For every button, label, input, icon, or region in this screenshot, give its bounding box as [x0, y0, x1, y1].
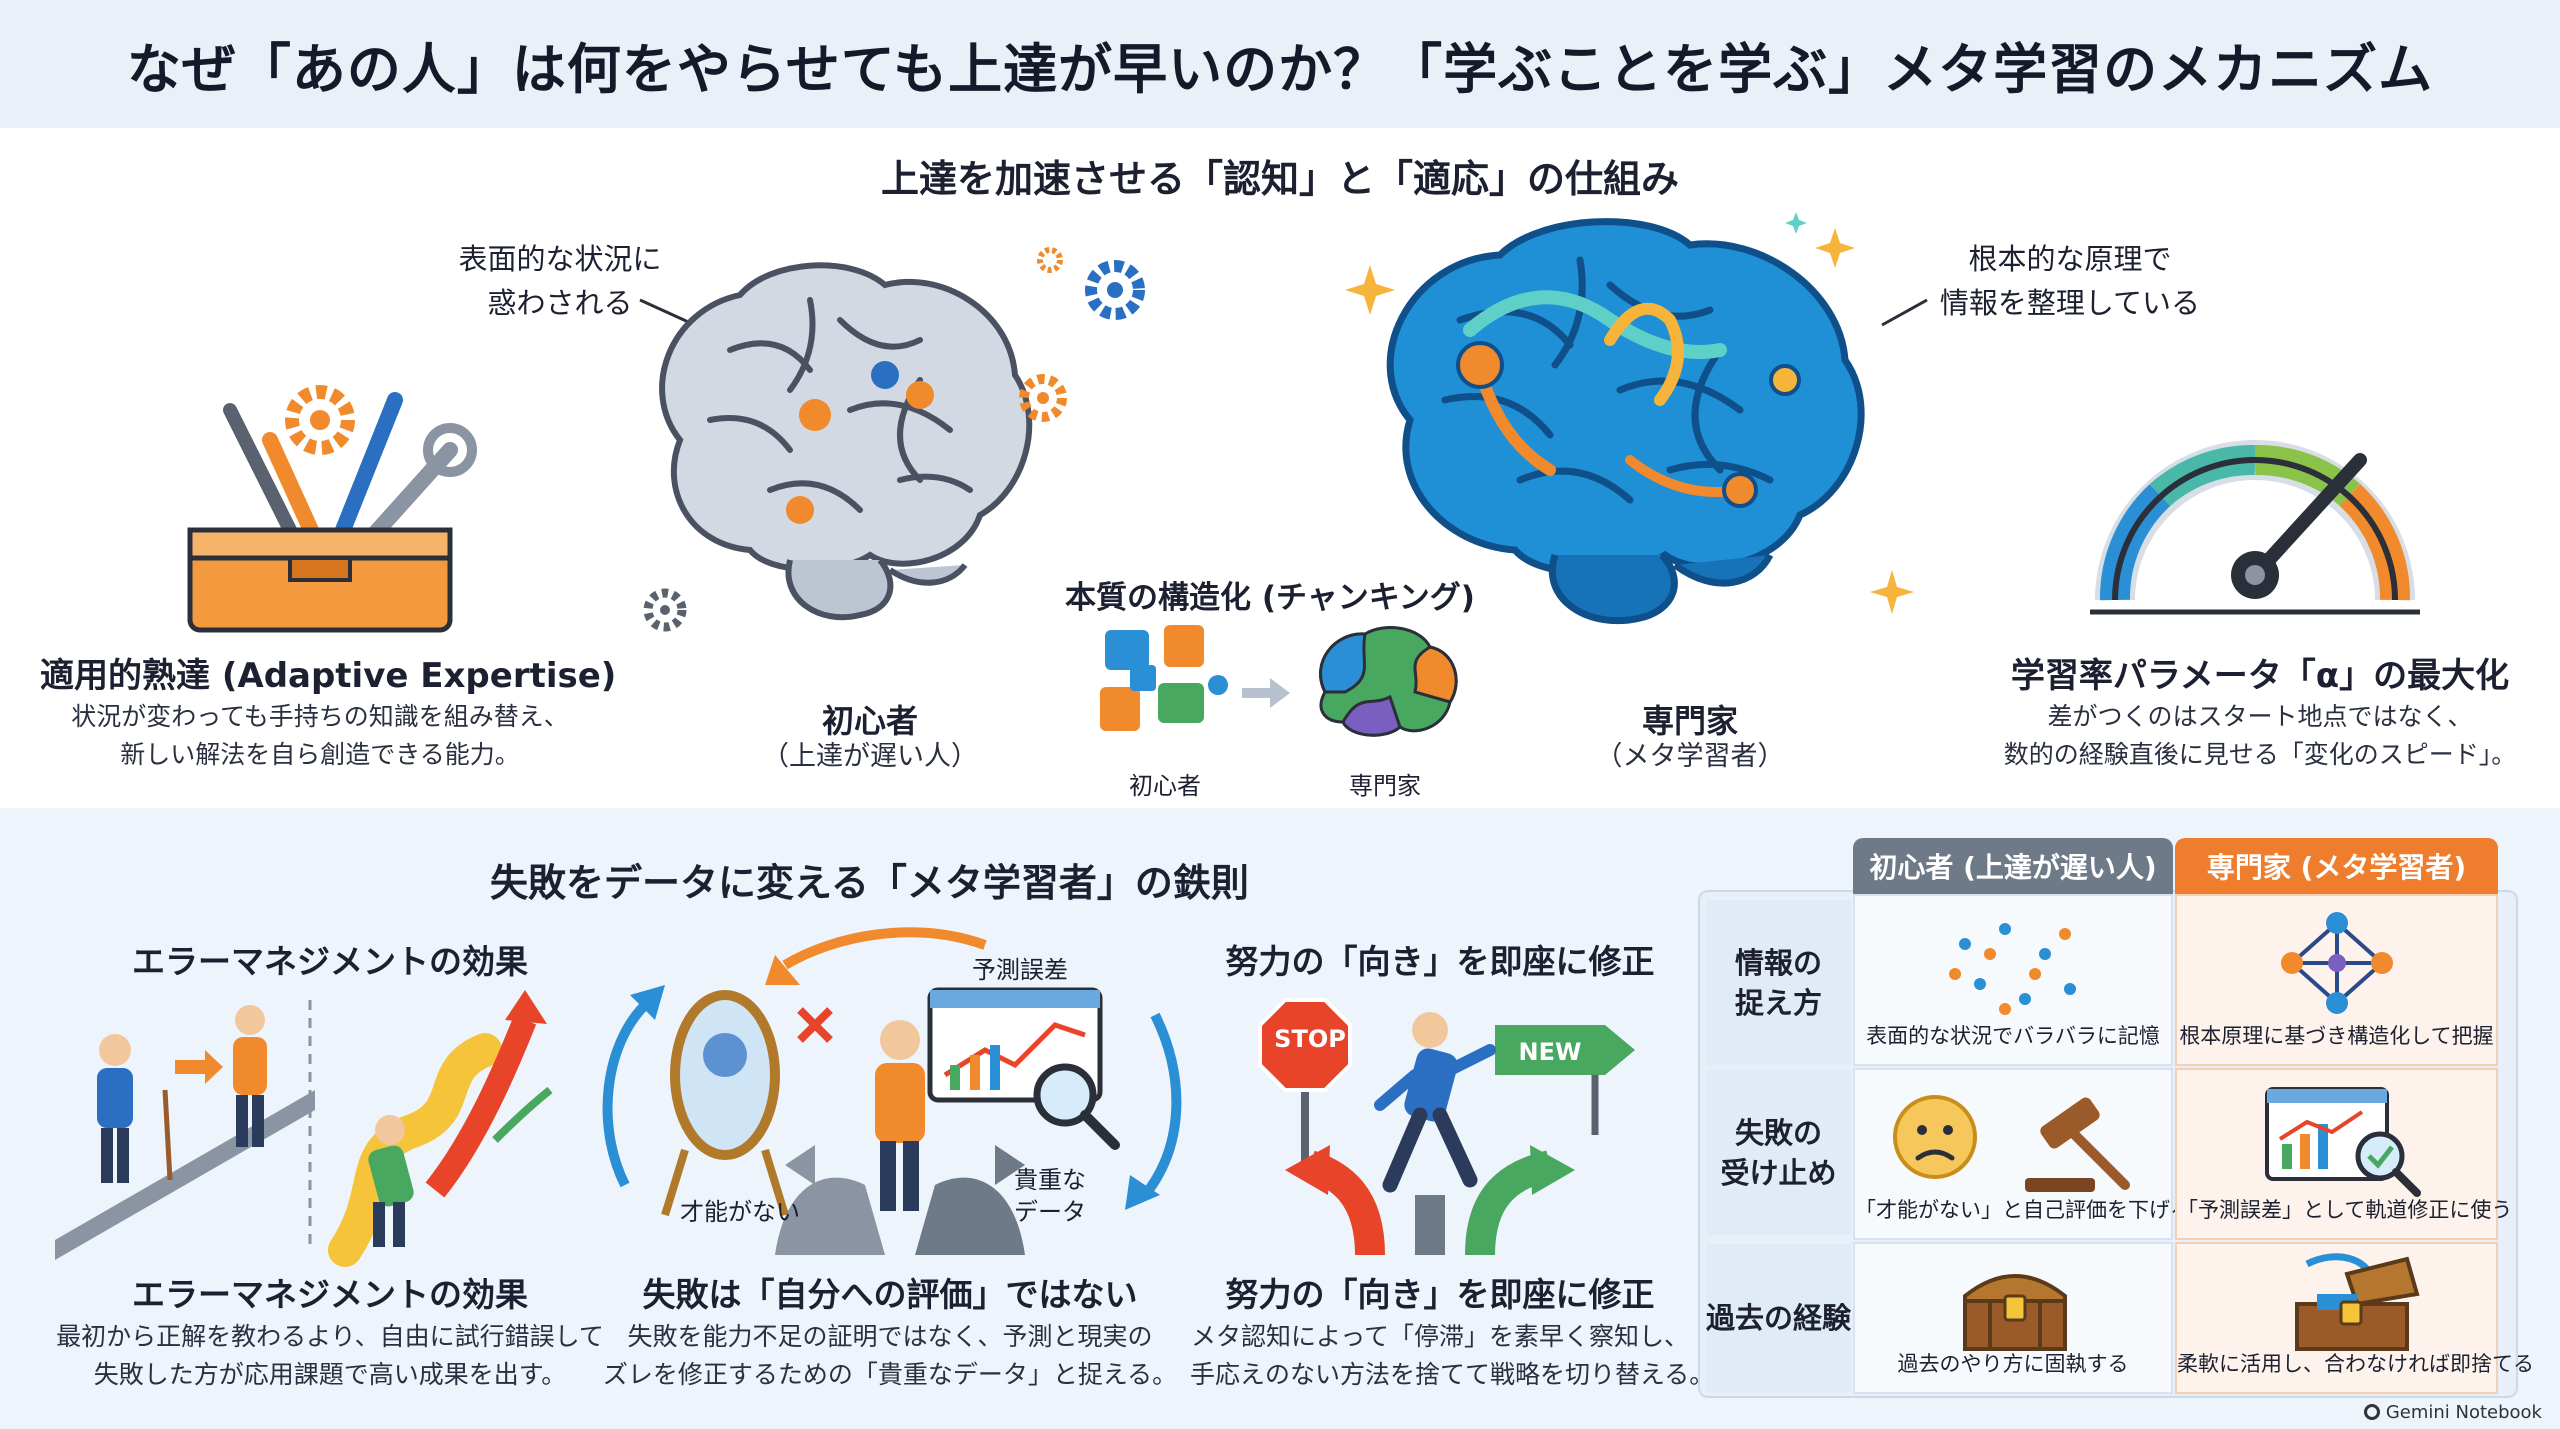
gear-icon: [643, 588, 687, 632]
sparkle-icon: [1345, 265, 1395, 315]
top-section-title: 上達を加速させる「認知」と「適応」の仕組み: [880, 157, 1679, 201]
table-row-head: 過去の経験: [1706, 1244, 1851, 1392]
novice-callout-1: 表面的な状況に: [458, 242, 662, 276]
table-cell: 「才能がない」と自己評価を下げる: [1853, 1068, 2191, 1240]
expert-callout-2: 情報を整理している: [1939, 286, 2201, 320]
learning-rate-desc-1: 差がつくのはスタート地点ではなく、: [2047, 702, 2473, 731]
error-mgmt-heading: エラーマネジメントの効果: [132, 942, 528, 981]
novice-callout-2: 惑わされる: [487, 286, 633, 320]
novice-subtitle: （上達が遅い人）: [762, 741, 978, 772]
failure-title: 失敗は「自分への評価」ではない: [642, 1275, 1138, 1314]
stop-sign-label: STOP: [1274, 1025, 1346, 1053]
direction-heading: 努力の「向き」を即座に修正: [1225, 942, 1655, 981]
arrow-right-icon: [1242, 678, 1290, 708]
sparkle-icon: [1785, 212, 1807, 234]
gavel-icon: [2025, 1097, 2130, 1192]
novice-brain-icon: [659, 262, 1033, 621]
brand-text: Gemini Notebook: [2385, 1402, 2542, 1423]
error-mgmt-illustration: [55, 990, 553, 1267]
learning-rate-desc-2: 数的の経験直後に見せる「変化のスピード」。: [2003, 740, 2517, 769]
valuable-data-label-2: データ: [1014, 1198, 1086, 1226]
error-mgmt-title: エラーマネジメントの効果: [132, 1275, 528, 1314]
table-cell: 「予測誤差」として軌道修正に使う: [2175, 1068, 2513, 1240]
prediction-error-label: 予測誤差: [972, 956, 1068, 984]
page-title: なぜ「あの人」は何をやらせても上達が早いのか？「学ぶことを学ぶ」メタ学習のメカニ…: [0, 0, 2560, 128]
table-cell-text: 柔軟に活用し、合わなければ即捨てる: [2177, 1352, 2534, 1376]
table-cell-text: 過去のやり方に固執する: [1897, 1352, 2129, 1376]
direction-illustration: [1258, 998, 1635, 1256]
gear-icon: [1037, 247, 1063, 273]
direction-desc-1: メタ認知によって「停滞」を素早く察知し、: [1190, 1322, 1689, 1351]
sad-face-icon: [1893, 1095, 1977, 1179]
speedometer-icon: [2090, 440, 2420, 615]
expert-callout-line: [1881, 298, 1928, 327]
chunking-title: 本質の構造化 (チャンキング): [1065, 580, 1475, 616]
puzzle-brain-icon: [1319, 626, 1458, 737]
direction-desc-2: 手応えのない方法を捨てて戦略を切り替える。: [1190, 1360, 1715, 1389]
adaptive-desc-1: 状況が変わっても手持ちの知識を組み替え、: [71, 702, 569, 731]
direction-title: 努力の「向き」を即座に修正: [1225, 1275, 1655, 1314]
table-cell-text: 「才能がない」と自己評価を下げる: [1855, 1198, 2191, 1222]
table-header-expert: 専門家 (メタ学習者): [2175, 838, 2498, 894]
toolbox-icon: [187, 385, 477, 633]
brand-logo: Gemini Notebook: [2363, 1402, 2542, 1423]
open-chest-icon: [2295, 1253, 2420, 1351]
adaptive-desc-2: 新しい解法を自ら創造できる能力。: [120, 740, 520, 769]
table-row-head: 情報の 捉え方: [1706, 900, 1851, 1065]
failure-desc-1: 失敗を能力不足の証明ではなく、予測と現実の: [627, 1322, 1153, 1351]
talent-label: 才能がない: [680, 1198, 800, 1226]
bottom-section-title: 失敗をデータに変える「メタ学習者」の鉄則: [490, 861, 1249, 905]
expert-callout-1: 根本的な原理で: [1968, 242, 2172, 276]
chunking-right-label: 専門家: [1349, 772, 1421, 800]
error-mgmt-desc-2: 失敗した方が応用課題で高い成果を出す。: [93, 1360, 567, 1389]
gear-icon: [1085, 260, 1145, 320]
gear-icon: [1019, 374, 1067, 422]
treasure-chest-icon: [1963, 1274, 2067, 1351]
table-header-novice: 初心者 (上達が遅い人): [1853, 838, 2173, 894]
adaptive-title: 適用的熟達 (Adaptive Expertise): [40, 656, 617, 696]
table-cell: 過去のやり方に固執する: [1853, 1242, 2173, 1394]
expert-title: 専門家: [1641, 702, 1738, 740]
sparkle-icon: [1870, 570, 1914, 614]
failure-desc-2: ズレを修正するための「貴重なデータ」と捉える。: [602, 1360, 1178, 1389]
chunking-left-label: 初心者: [1129, 772, 1201, 800]
sparkle-icon: [1815, 228, 1855, 268]
table-cell-text: 表面的な状況でバラバラに記憶: [1866, 1024, 2160, 1048]
scattered-dots-icon: [1949, 923, 2076, 1015]
new-sign-label: NEW: [1518, 1038, 1582, 1066]
table-cell-text: 根本原理に基づき構造化して把握: [2179, 1024, 2494, 1048]
comparison-table: 初心者 (上達が遅い人) 専門家 (メタ学習者) 情報の 捉え方 表面的な状況で…: [1698, 838, 2534, 1398]
table-row-head: 失敗の 受け止め: [1706, 1070, 1851, 1235]
novice-callout-line: [639, 298, 696, 327]
brand-icon: [2363, 1404, 2380, 1420]
puzzle-pieces-icon: [1100, 625, 1228, 731]
table-cell: 根本原理に基づき構造化して把握: [2175, 894, 2498, 1066]
table-cell-text: 「予測誤差」として軌道修正に使う: [2177, 1198, 2513, 1222]
expert-brain-icon: [1386, 218, 1865, 625]
novice-title: 初心者: [821, 702, 918, 740]
learning-rate-title: 学習率パラメータ「α」の最大化: [2010, 656, 2510, 696]
error-mgmt-desc-1: 最初から正解を教わるより、自由に試行錯誤して: [56, 1322, 604, 1351]
table-cell: 柔軟に活用し、合わなければ即捨てる: [2175, 1242, 2534, 1394]
valuable-data-label-1: 貴重な: [1014, 1166, 1086, 1194]
chart-magnifier-icon: [2265, 1087, 2421, 1197]
table-cell: 表面的な状況でバラバラに記憶: [1853, 894, 2173, 1066]
expert-subtitle: （メタ学習者）: [1595, 741, 1785, 772]
network-icon: [2281, 912, 2393, 1014]
failure-illustration: [602, 927, 1182, 1255]
